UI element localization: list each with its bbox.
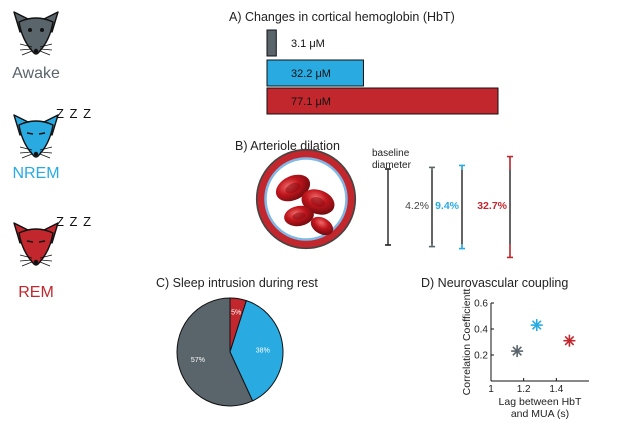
sleeping-mouse-head-icon [13,114,59,159]
state-label-rem: REM [18,284,54,301]
y-tick-label: 0.2 [474,351,488,362]
y-tick-label: 0.4 [474,325,488,336]
pie-label-awake: 57% [191,357,205,364]
pie-slice-awake [176,297,254,407]
dilation-value-label: 32.7% [477,200,507,212]
hbt-bar-rem [266,87,499,115]
state-label-awake: Awake [12,65,60,82]
hbt-bar-chart: 3.1 μM 32.2 μM 77.1 μM [266,29,499,115]
diameter-bar-rem: 32.7% [477,155,513,259]
zzz-nrem: Z Z Z [56,106,92,121]
x-axis-label-line: and MUA (s) [511,408,569,420]
baseline-label-line-1: baseline [372,148,410,159]
asterisk-stroke [564,335,575,346]
diameter-bar-nrem: 9.4% [435,164,465,250]
asterisk-stroke [531,320,542,330]
diameter-bar-chart: 4.2% 9.4% 32.7% [385,155,513,259]
pie-slice-nrem [229,300,284,402]
y-tick-label: 0.6 [474,299,488,310]
diameter-bar-awake: 4.2% [405,166,435,248]
x-tick-label: 1.2 [517,384,531,395]
dilation-value-label: 4.2% [405,200,429,212]
x-tick-label: 1.4 [549,384,563,395]
hbt-value-label-rem: 77.1 μM [291,96,331,108]
mouse-awake: Awake [12,11,60,82]
hbt-bar-nrem [266,59,364,87]
asterisk-stroke [512,346,522,356]
mouse-nrem: NREM Z Z Z [12,106,92,182]
dilation-value-label: 9.4% [435,200,460,212]
panel-a-title: A) Changes in cortical hemoglobin (HbT) [229,10,455,24]
mouse-head-icon [13,11,59,56]
hbt-value-label-awake: 3.1 μM [291,38,325,50]
arteriole-cross-section-icon [255,148,357,250]
x-tick-label: 1 [488,384,494,395]
panel-b-title: B) Arteriole dilation [235,139,340,153]
sleep-intrusion-pie: 5% 38% 57% [176,297,284,407]
hbt-bar-awake [266,29,277,57]
pie-label-rem: 5% [231,309,241,316]
y-axis-label: Correlation Coefficientt [461,289,473,396]
baseline-label-line-2: diameter [372,160,412,171]
scatter-point-0 [511,345,524,358]
panel-d-title: D) Neurovascular coupling [421,276,568,290]
zzz-rem: Z Z Z [56,214,92,229]
panel-c-title: C) Sleep intrusion during rest [156,276,318,290]
hbt-value-label-nrem: 32.2 μM [291,68,331,80]
diameter-bar-baseline [385,168,391,246]
pie-label-nrem: 38% [256,347,270,354]
scatter-point-1 [530,319,543,332]
x-axis-label-line: Lag between HbT [499,396,582,408]
scatter-point-2 [563,334,576,347]
state-label-nrem: NREM [12,165,59,182]
mouse-rem: REM Z Z Z [13,214,92,301]
sleeping-mouse-head-icon [13,222,59,267]
